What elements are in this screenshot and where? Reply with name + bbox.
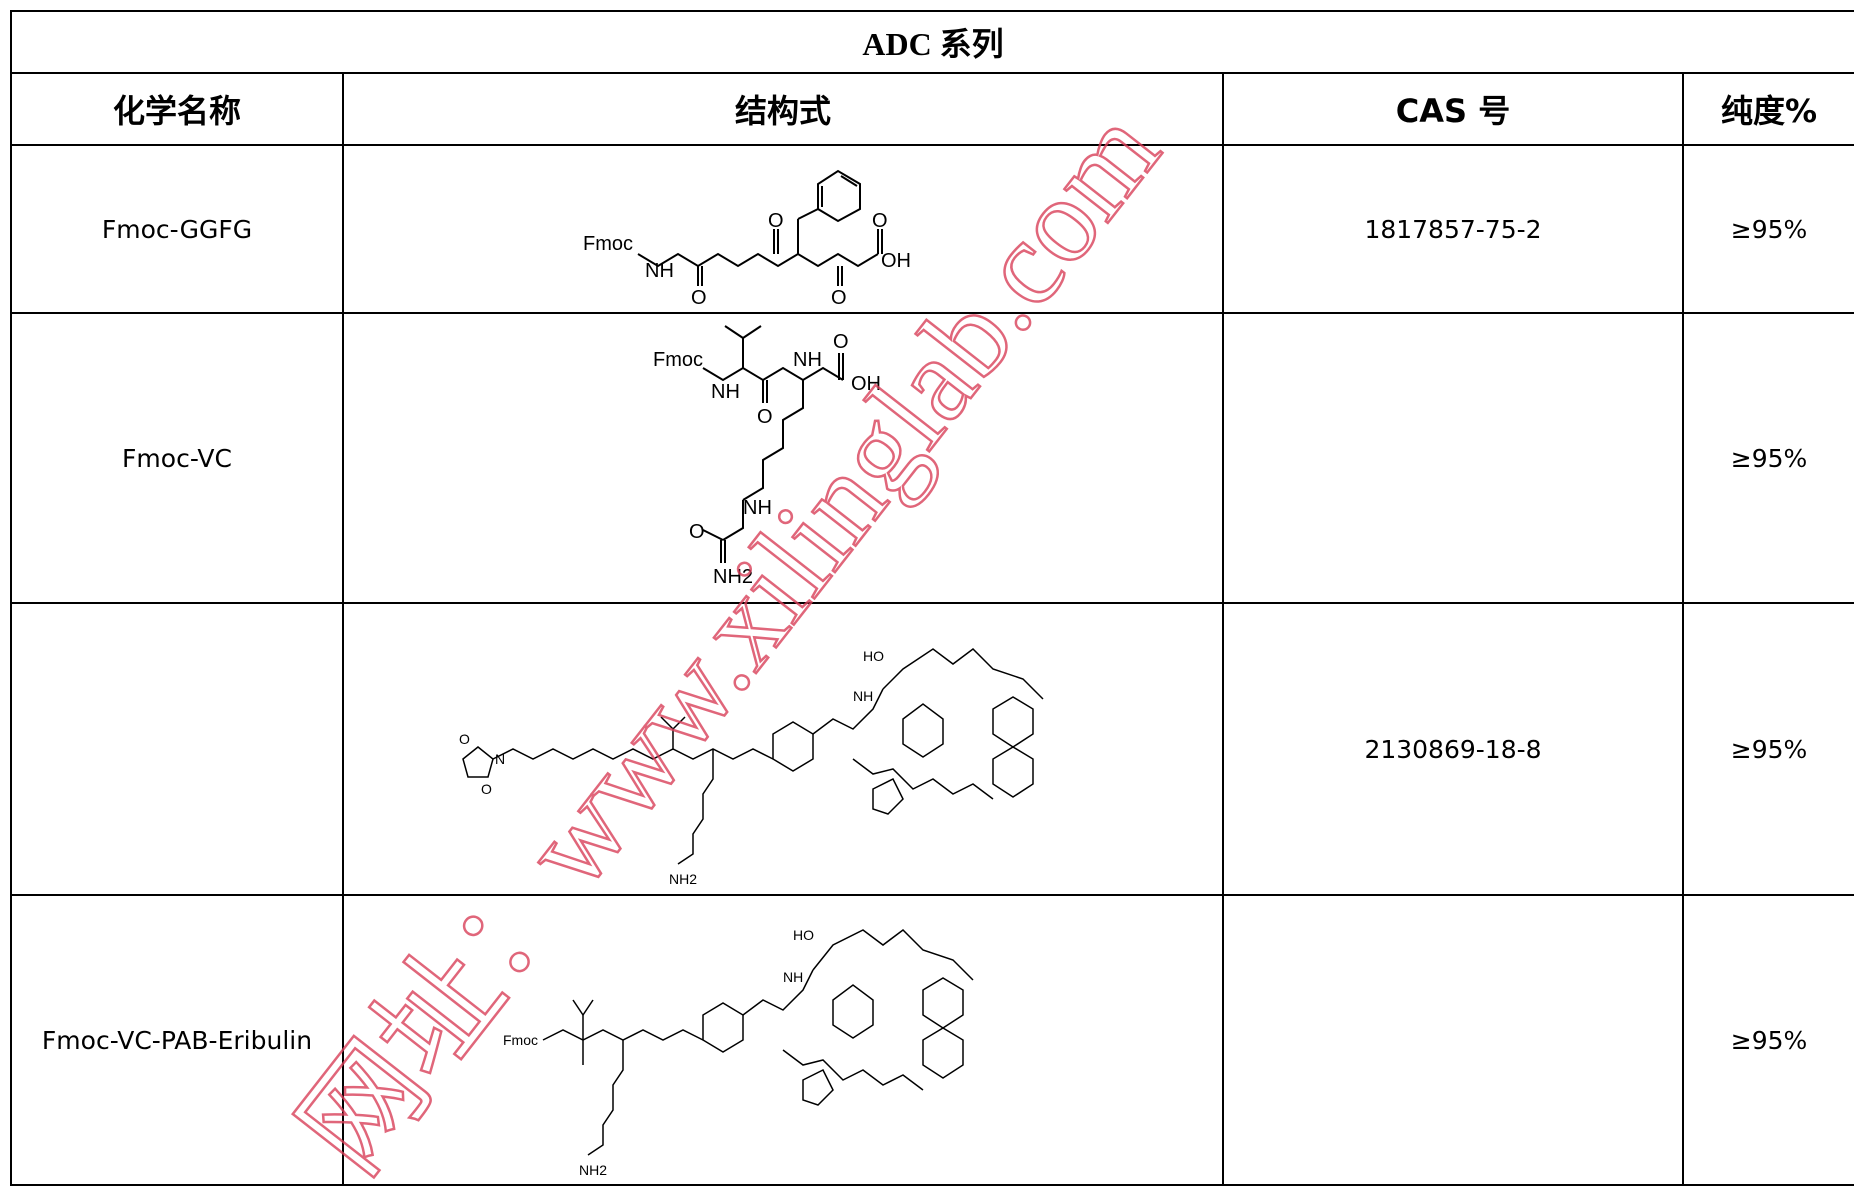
table-title: ADC 系列 [9, 10, 1854, 74]
n-label: N [495, 751, 505, 767]
ho-label: HO [793, 927, 814, 943]
cas-cell [1222, 894, 1684, 1186]
purity-cell: ≥95% [1681, 602, 1854, 896]
cas-cell: 1817857-75-2 [1222, 144, 1684, 314]
cas-cell [1222, 312, 1684, 604]
nh2-label: NH2 [669, 871, 697, 887]
oh-label: OH [851, 373, 881, 395]
o-label: O [689, 521, 705, 543]
table-row: O N O NH2 HO NH 2130869-18-8 ≥95% [10, 602, 1854, 896]
nh-label: NH [793, 349, 822, 371]
purity-cell: ≥95% [1681, 144, 1854, 314]
nh-label: NH [711, 381, 740, 403]
o-label: O [757, 406, 773, 428]
ho-label: HO [863, 648, 884, 664]
table-row: Fmoc-VC Fmoc [10, 312, 1854, 604]
purity-cell: ≥95% [1681, 312, 1854, 604]
mal-peg-vc-pab-eribulin-structure: O N O NH2 HO NH [459, 648, 1044, 887]
structure-cell: Fmoc NH O NH O OH NH O NH2 [342, 312, 1224, 604]
header-chemical-name: 化学名称 [10, 72, 344, 146]
fmoc-label: Fmoc [503, 1032, 538, 1048]
header-row: 化学名称 结构式 CAS 号 纯度% [10, 72, 1854, 146]
nh-label: NH [645, 260, 674, 282]
structure-cell: O N O NH2 HO NH [342, 602, 1224, 896]
table-row: Fmoc-VC-PAB-Eribulin Fmoc [10, 894, 1854, 1186]
o-label: O [691, 287, 707, 309]
fmoc-label: Fmoc [583, 233, 633, 255]
structure-cell: Fmoc NH2 HO NH [342, 894, 1224, 1186]
nh-label: NH [743, 497, 772, 519]
oh-label: OH [881, 250, 911, 272]
nh2-label: NH2 [713, 566, 753, 588]
structure-cell: Fmoc NH O O O O OH [342, 144, 1224, 314]
cas-cell: 2130869-18-8 [1222, 602, 1684, 896]
header-structure: 结构式 [342, 72, 1224, 146]
fmoc-vc-pab-eribulin-structure: Fmoc NH2 HO NH [503, 927, 974, 1178]
chemical-name-cell: Fmoc-VC [10, 312, 344, 604]
nh-label: NH [853, 688, 873, 704]
purity-cell: ≥95% [1681, 894, 1854, 1186]
header-cas: CAS 号 [1222, 72, 1684, 146]
o-label: O [833, 331, 849, 353]
chemical-name-cell: Fmoc-GGFG [10, 144, 344, 314]
fmoc-label: Fmoc [653, 349, 703, 371]
chemical-name-cell [10, 602, 344, 896]
o-label: O [481, 781, 492, 797]
o-label: O [831, 287, 847, 309]
fmoc-ggfg-structure: Fmoc NH O O O O OH [583, 169, 911, 309]
nh2-label: NH2 [579, 1162, 607, 1178]
nh-label: NH [783, 969, 803, 985]
chemical-name-cell: Fmoc-VC-PAB-Eribulin [10, 894, 344, 1186]
header-purity: 纯度% [1681, 72, 1854, 146]
fmoc-vc-structure: Fmoc NH O NH O OH NH O NH2 [653, 325, 881, 588]
o-label: O [768, 210, 784, 232]
o-label: O [459, 731, 470, 747]
o-label: O [872, 210, 888, 232]
adc-table: ADC 系列 化学名称 结构式 CAS 号 纯度% Fmoc-GGFG [9, 10, 1854, 1186]
table-row: Fmoc-GGFG [10, 144, 1854, 314]
